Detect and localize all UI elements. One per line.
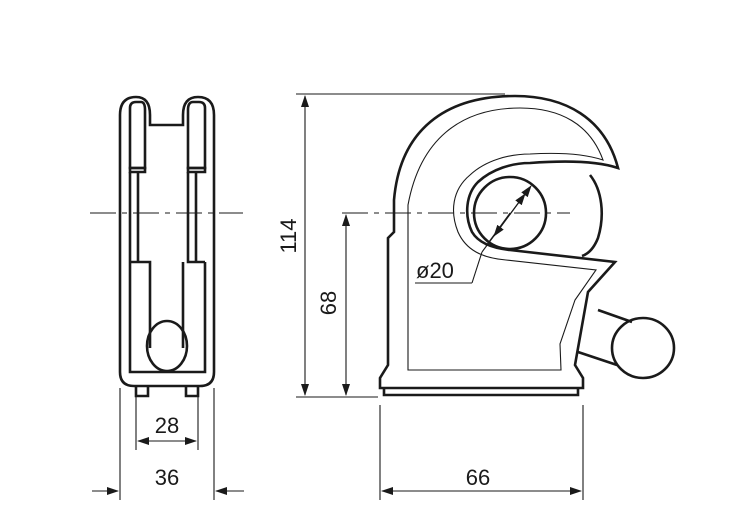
side-view	[90, 95, 243, 398]
front-view-diameter-arrows	[493, 193, 526, 237]
front-view: ø20	[342, 94, 676, 397]
dim-outer-width-label: 36	[155, 465, 179, 490]
dim-total-height: 114	[276, 93, 505, 398]
dim-total-height-label: 114	[276, 218, 301, 253]
front-view-handle-knob	[610, 316, 676, 380]
dim-base-length: 66	[379, 405, 584, 500]
dim-inner-width-label: 28	[155, 413, 179, 438]
side-view-foot-right	[184, 386, 200, 398]
front-view-hook	[581, 174, 604, 258]
front-view-diameter-tail	[471, 251, 483, 284]
dim-axis-height-label: 68	[316, 291, 341, 315]
side-view-right-prong	[186, 100, 207, 170]
front-view-base-plate	[382, 388, 580, 397]
side-view-outline	[118, 95, 216, 388]
side-view-left-prong	[128, 100, 147, 170]
dim-inner-width: 28	[135, 396, 199, 450]
side-view-slot	[128, 166, 207, 174]
front-view-handle-arm	[577, 308, 633, 367]
dim-outer-width: 36	[92, 388, 244, 500]
dim-axis-height: 68	[316, 214, 350, 396]
side-view-ball	[145, 319, 189, 373]
front-view-outer-contour	[378, 94, 620, 390]
side-view-foot-left	[134, 386, 150, 398]
front-view-inner-contour	[407, 107, 604, 371]
side-view-inner-pocket	[128, 172, 207, 374]
front-view-diameter-inner	[485, 212, 511, 247]
dim-base-length-label: 66	[466, 465, 490, 490]
dim-hole-diameter-label: ø20	[416, 258, 454, 283]
